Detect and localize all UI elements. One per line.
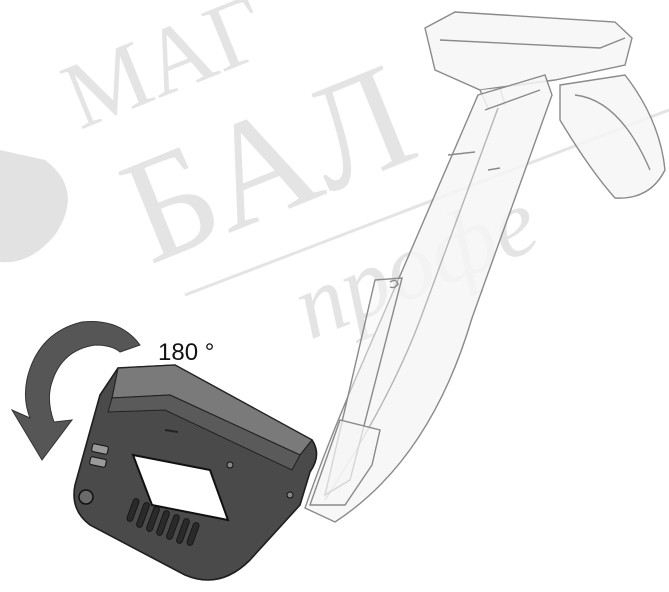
grip-ribs: [126, 498, 200, 546]
watermark-swoosh: [0, 150, 68, 263]
rotation-angle-label: 180 °: [158, 339, 214, 366]
side-port: [78, 489, 94, 505]
rotation-arrow: [10, 320, 141, 461]
folded-device-window: [131, 453, 230, 522]
side-button-1: [91, 443, 109, 455]
rotation-arrow-icon: [10, 320, 141, 461]
ghost-grip: [559, 74, 666, 199]
side-button-2: [89, 456, 107, 468]
ghost-head: [424, 11, 633, 91]
ghost-device-extended: [304, 11, 666, 523]
folded-device: [73, 364, 318, 581]
